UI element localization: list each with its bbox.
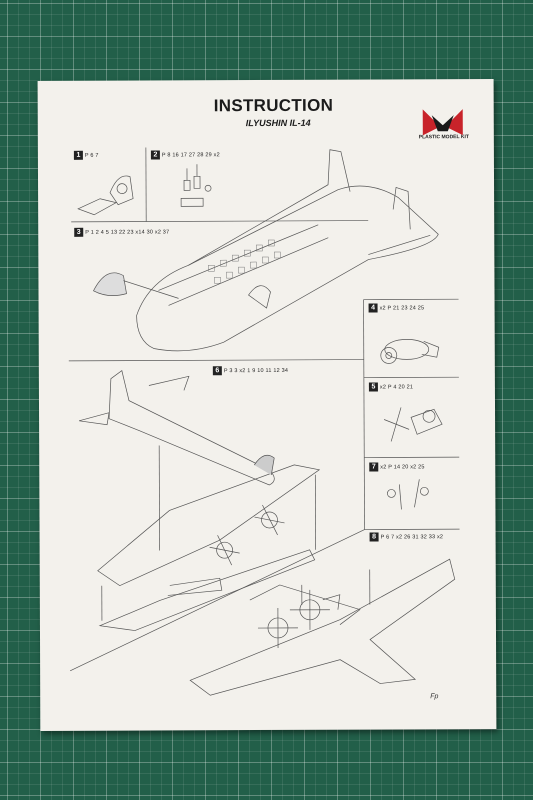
divider-right-column bbox=[363, 299, 365, 530]
step-number: 4 bbox=[368, 303, 378, 313]
page-title: INSTRUCTION bbox=[213, 95, 334, 116]
step4-engine-drawing bbox=[380, 339, 440, 364]
step-number: 8 bbox=[369, 532, 379, 542]
step-7-header: 7 x2 P 14 20 x2 25 bbox=[369, 462, 425, 472]
step-number: 7 bbox=[369, 462, 379, 472]
step-2-header: 2 P 8 16 17 27 28 29 x2 bbox=[150, 150, 220, 160]
brand-logo-icon bbox=[422, 109, 463, 136]
step6-assembly-drawing bbox=[78, 370, 321, 631]
step-number: 6 bbox=[212, 366, 222, 376]
divider-step6-8 bbox=[70, 529, 365, 672]
step-3-header: 3 P 1 2 4 5 13 22 23 x14 30 x2 37 bbox=[74, 227, 170, 237]
step-parts: P 8 16 17 27 28 29 x2 bbox=[161, 151, 220, 158]
step-8-header: 8 P 6 7 x2 26 31 32 33 x2 bbox=[369, 532, 444, 542]
step-parts: P 6 7 x2 26 31 32 33 x2 bbox=[380, 533, 444, 541]
artist-signature: Fp bbox=[430, 693, 439, 701]
step-number: 2 bbox=[150, 150, 160, 160]
step-number: 3 bbox=[74, 227, 84, 237]
step-number: 1 bbox=[73, 150, 83, 160]
step-parts: P 1 2 4 5 13 22 23 x14 30 x2 37 bbox=[85, 228, 170, 236]
step-parts: x2 P 4 20 21 bbox=[379, 383, 414, 391]
instruction-sheet: INSTRUCTION ILYUSHIN IL-14 PLASTIC MODEL… bbox=[37, 79, 497, 731]
assembly-drawings bbox=[68, 147, 460, 696]
step-number: 5 bbox=[368, 382, 378, 392]
divider-step3-6 bbox=[68, 359, 364, 362]
brand-logo-text: PLASTIC MODEL KIT bbox=[418, 134, 469, 141]
divider-step1-3 bbox=[71, 220, 369, 223]
step-4-header: 4 x2 P 21 23 24 25 bbox=[368, 303, 425, 313]
step-5-header: 5 x2 P 4 20 21 bbox=[368, 382, 414, 392]
step-6-header: 6 P 3 3 x2 1 9 10 11 12 34 bbox=[212, 366, 289, 376]
step-parts: P 3 3 x2 1 9 10 11 12 34 bbox=[223, 367, 289, 374]
step8-final-drawing bbox=[189, 558, 456, 696]
step5-propeller-drawing bbox=[383, 407, 443, 442]
step3-fuselage-drawing bbox=[93, 149, 439, 352]
step-parts: x2 P 14 20 x2 25 bbox=[380, 463, 425, 471]
step-parts: x2 P 21 23 24 25 bbox=[379, 304, 425, 312]
page-subtitle: ILYUSHIN IL-14 bbox=[245, 117, 311, 129]
step2-drawing bbox=[180, 164, 212, 207]
step1-drawing bbox=[77, 175, 134, 216]
step7-gear-drawing bbox=[387, 479, 429, 510]
step-parts: P 6 7 bbox=[84, 152, 99, 159]
step-1-header: 1 P 6 7 bbox=[73, 150, 99, 160]
